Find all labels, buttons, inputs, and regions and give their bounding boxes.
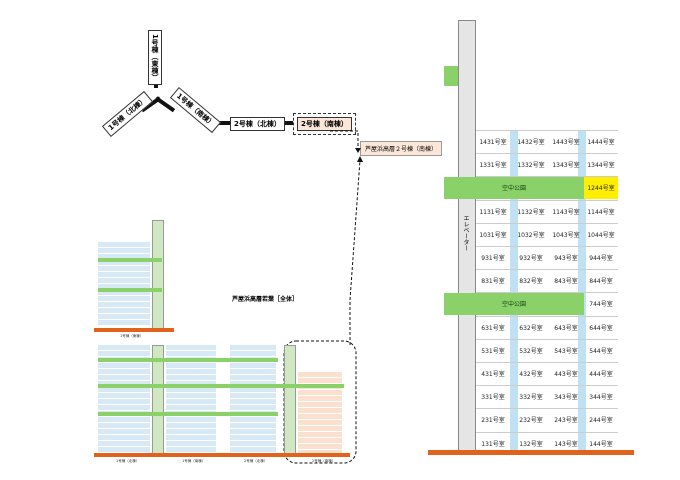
- floor-line: [476, 153, 618, 155]
- unit-label: 532号室: [519, 347, 543, 355]
- unit-label: 544号室: [589, 347, 613, 355]
- unit-label: 443号室: [554, 371, 578, 379]
- unit-label: 744号室: [589, 301, 613, 309]
- unit-label: 343号室: [554, 394, 578, 402]
- label-b1-south: 1号棟（南棟）: [182, 459, 206, 463]
- floor-line: [476, 130, 618, 131]
- unit-label: 1132号室: [517, 208, 545, 216]
- label-b1-north: 1号棟（北棟）: [116, 459, 140, 463]
- unit-shade-1: [510, 130, 518, 450]
- unit-label: 832号室: [519, 278, 543, 286]
- sky-garden: 空中公園: [444, 293, 584, 315]
- unit-label: 944号室: [589, 255, 613, 263]
- corridor-small-2: [98, 288, 162, 292]
- unit-label: 1431号室: [479, 139, 507, 147]
- sky-garden: 空中公園: [444, 177, 584, 199]
- building-1-south: [166, 345, 216, 453]
- unit-label: 332号室: [519, 394, 543, 402]
- wing-connector-2: [277, 121, 293, 125]
- unit-label: 1043号室: [552, 231, 580, 239]
- label-b1-east: 1号棟（東棟）: [120, 334, 144, 338]
- label-b2-north: 2号棟（北棟）: [244, 459, 268, 463]
- ground-detail: [428, 450, 634, 455]
- floor-line: [476, 385, 618, 387]
- unit-label: 131号室: [481, 440, 505, 448]
- unit-label: 432号室: [519, 371, 543, 379]
- unit-label: 1031号室: [479, 231, 507, 239]
- unit-label: 1331号室: [479, 162, 507, 170]
- unit-label: 1444号室: [587, 139, 615, 147]
- unit-label: 843号室: [554, 278, 578, 286]
- unit-label: 1244号室: [584, 177, 618, 199]
- unit-label: 244号室: [589, 417, 613, 425]
- floor-line: [476, 315, 618, 317]
- wing-north2-label: 2号棟（北棟）: [230, 117, 285, 131]
- unit-label: 1343号室: [552, 162, 580, 170]
- floor-line: [476, 338, 618, 340]
- unit-label: 543号室: [554, 347, 578, 355]
- floor-line: [476, 199, 618, 201]
- unit-label: 144号室: [589, 440, 613, 448]
- unit-label: 831号室: [481, 278, 505, 286]
- unit-label: 232号室: [519, 417, 543, 425]
- floor-line: [476, 431, 618, 433]
- elevator-shaft-small: [152, 220, 164, 330]
- floor-line: [476, 176, 618, 178]
- corridor-small-1: [98, 258, 162, 262]
- label-b2-south: 2号棟（南棟）: [312, 459, 336, 463]
- unit-grid: 1431号室 1432号室 1443号室 1444号室 1331号室 1332号室 1343…: [428, 20, 634, 450]
- corridor-lower-3: [98, 412, 278, 416]
- unit-label: 644号室: [589, 324, 613, 332]
- unit-label: 931号室: [481, 255, 505, 263]
- unit-label: 1344号室: [587, 162, 615, 170]
- overview-title: 芦屋浜高層若葉［全体］: [232, 296, 299, 303]
- ground-small: [94, 328, 174, 332]
- unit-label: 932号室: [519, 255, 543, 263]
- floor-line: [476, 292, 618, 294]
- elevator-label: エレベーター: [462, 215, 469, 251]
- floor-line: [476, 408, 618, 410]
- unit-label: 1443号室: [552, 139, 580, 147]
- wing-south2-label: 2号棟（南棟）: [293, 113, 356, 135]
- floor-line: [476, 269, 618, 271]
- unit-label: 132号室: [519, 440, 543, 448]
- building-1-east: [98, 242, 150, 326]
- unit-label: 1032号室: [517, 231, 545, 239]
- unit-label: 344号室: [589, 394, 613, 402]
- unit-label: 844号室: [589, 278, 613, 286]
- unit-label: 943号室: [554, 255, 578, 263]
- corridor-lower-2: [98, 384, 344, 388]
- unit-label: 243号室: [554, 417, 578, 425]
- floor-line: [476, 362, 618, 363]
- elevator-shaft-2: [284, 345, 296, 457]
- unit-label: 632号室: [519, 324, 543, 332]
- ground-large: [94, 453, 350, 457]
- unit-label: 231号室: [481, 417, 505, 425]
- building-1-north: [98, 345, 150, 453]
- unit-label: 1144号室: [587, 208, 615, 216]
- unit-label: 1332号室: [517, 162, 545, 170]
- unit-label: 1432号室: [517, 139, 545, 147]
- unit-label: 1143号室: [552, 208, 580, 216]
- unit-label: 631号室: [481, 324, 505, 332]
- unit-label: 1131号室: [479, 208, 507, 216]
- corridor-lower-1: [98, 358, 278, 362]
- wing-east-label: 1号棟（東棟）: [148, 30, 162, 85]
- floor-line: [476, 222, 618, 224]
- unit-label: 444号室: [589, 371, 613, 379]
- building-2-north: [230, 345, 276, 453]
- building-detail: エレベーター 1431号室 1432号室 1443号室 1444号室 1331号室 133…: [428, 20, 634, 460]
- unit-label: 143号室: [554, 440, 578, 448]
- unit-label: 643号室: [554, 324, 578, 332]
- unit-label: 1044号室: [587, 231, 615, 239]
- unit-label: 431号室: [481, 371, 505, 379]
- floor-line: [476, 246, 618, 247]
- unit-shade-2: [578, 130, 586, 450]
- garden-top-block: [444, 66, 458, 86]
- unit-label: 531号室: [481, 347, 505, 355]
- unit-label: 331号室: [481, 394, 505, 402]
